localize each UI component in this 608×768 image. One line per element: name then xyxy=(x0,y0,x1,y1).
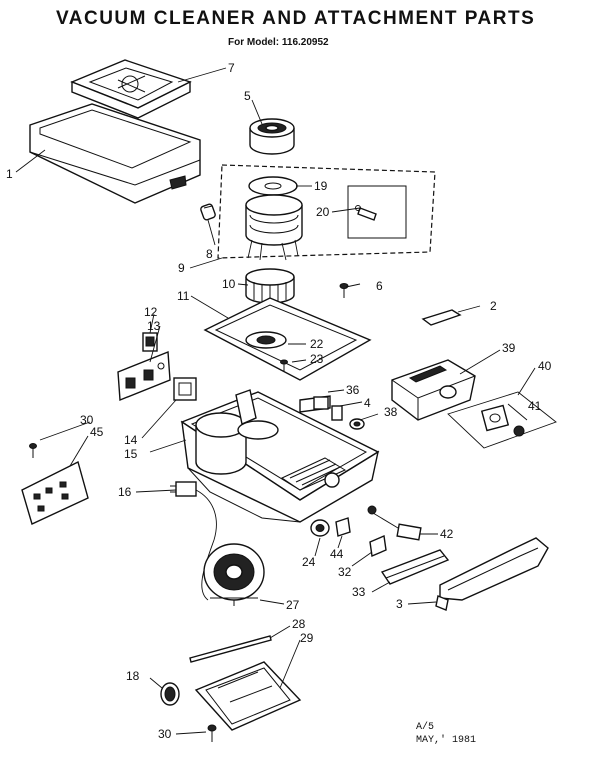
callout-3: 3 xyxy=(396,597,403,611)
part-latch-36 xyxy=(313,396,329,410)
motor-assembly-box xyxy=(217,164,436,259)
part-plate-45 xyxy=(21,460,89,525)
callout-24: 24 xyxy=(302,555,316,569)
callout-2: 2 xyxy=(490,299,497,313)
part-nut-41 xyxy=(513,425,525,437)
model-subtitle: For Model: 116.20952 xyxy=(228,37,329,48)
callout-16: 16 xyxy=(118,485,132,499)
footer-code: A/5 xyxy=(416,722,435,733)
part-switch-12 xyxy=(142,332,158,352)
part-screw-30-top xyxy=(29,443,37,458)
part-clip-4 xyxy=(331,405,343,421)
callout-15: 15 xyxy=(124,447,138,461)
callout-44: 44 xyxy=(330,547,344,561)
part-gasket xyxy=(203,297,372,381)
callout-32: 32 xyxy=(338,565,352,579)
part-knob-38 xyxy=(349,418,365,430)
leader-lines xyxy=(15,67,536,735)
part-screw-23 xyxy=(280,359,288,372)
part-bracket-40 xyxy=(480,404,510,432)
callout-33: 33 xyxy=(352,585,366,599)
callout-13: 13 xyxy=(147,319,161,333)
callout-23: 23 xyxy=(310,352,324,366)
part-switch-42 xyxy=(367,505,422,541)
callout-30-top: 30 xyxy=(80,413,94,427)
callout-4: 4 xyxy=(364,396,371,410)
callout-41: 41 xyxy=(528,399,542,413)
callout-labels: 1 7 5 19 20 8 9 10 11 6 2 12 13 22 23 39… xyxy=(6,61,552,741)
part-bottom-plate xyxy=(194,661,302,731)
callout-28: 28 xyxy=(292,617,306,631)
part-strip-2 xyxy=(421,309,462,326)
part-housing xyxy=(180,389,380,523)
callout-9: 9 xyxy=(178,261,185,275)
part-switch-14 xyxy=(173,377,197,401)
callout-7: 7 xyxy=(228,61,235,75)
part-brush-inset xyxy=(347,185,407,239)
callout-1: 1 xyxy=(6,167,13,181)
part-filter-frame xyxy=(70,59,192,119)
part-clip-44 xyxy=(335,517,351,537)
part-handle-3 xyxy=(435,537,549,611)
callout-14: 14 xyxy=(124,433,138,447)
callout-22: 22 xyxy=(310,337,324,351)
callout-5: 5 xyxy=(244,89,251,103)
callout-8: 8 xyxy=(206,247,213,261)
part-top-cover xyxy=(29,103,201,204)
part-cord-plug xyxy=(170,481,217,601)
part-screw-6 xyxy=(339,283,349,298)
part-wheel-18 xyxy=(160,682,180,706)
page-title: VACUUM CLEANER AND ATTACHMENT PARTS xyxy=(56,8,536,29)
callout-29: 29 xyxy=(300,631,314,645)
callout-36: 36 xyxy=(346,383,360,397)
part-motor xyxy=(245,194,303,261)
part-fan-guard xyxy=(249,118,295,155)
callout-45: 45 xyxy=(90,425,104,439)
callout-38: 38 xyxy=(384,405,398,419)
callout-6: 6 xyxy=(376,279,383,293)
part-inset-40 xyxy=(447,391,557,449)
part-cord-reel xyxy=(203,543,265,606)
part-rod-28 xyxy=(189,635,272,663)
part-nozzle-39 xyxy=(391,359,476,421)
callout-19: 19 xyxy=(314,179,328,193)
callout-42: 42 xyxy=(440,527,454,541)
callout-20: 20 xyxy=(316,205,330,219)
part-grip-33 xyxy=(380,549,450,585)
part-cap-8 xyxy=(200,203,216,221)
footer-date: MAY,' 1981 xyxy=(416,735,477,746)
callout-18: 18 xyxy=(126,669,140,683)
callout-11: 11 xyxy=(177,289,190,303)
part-bracket-32 xyxy=(369,534,387,558)
part-wheel-24 xyxy=(310,519,330,537)
callout-27: 27 xyxy=(286,598,300,612)
callout-40: 40 xyxy=(538,359,552,373)
part-fan xyxy=(248,176,298,196)
callout-39: 39 xyxy=(502,341,516,355)
callout-10: 10 xyxy=(222,277,236,291)
part-switch-plate-13 xyxy=(117,350,171,402)
callout-12: 12 xyxy=(144,305,158,319)
callout-30-bottom: 30 xyxy=(158,727,172,741)
part-screw-30-bottom xyxy=(207,724,217,742)
